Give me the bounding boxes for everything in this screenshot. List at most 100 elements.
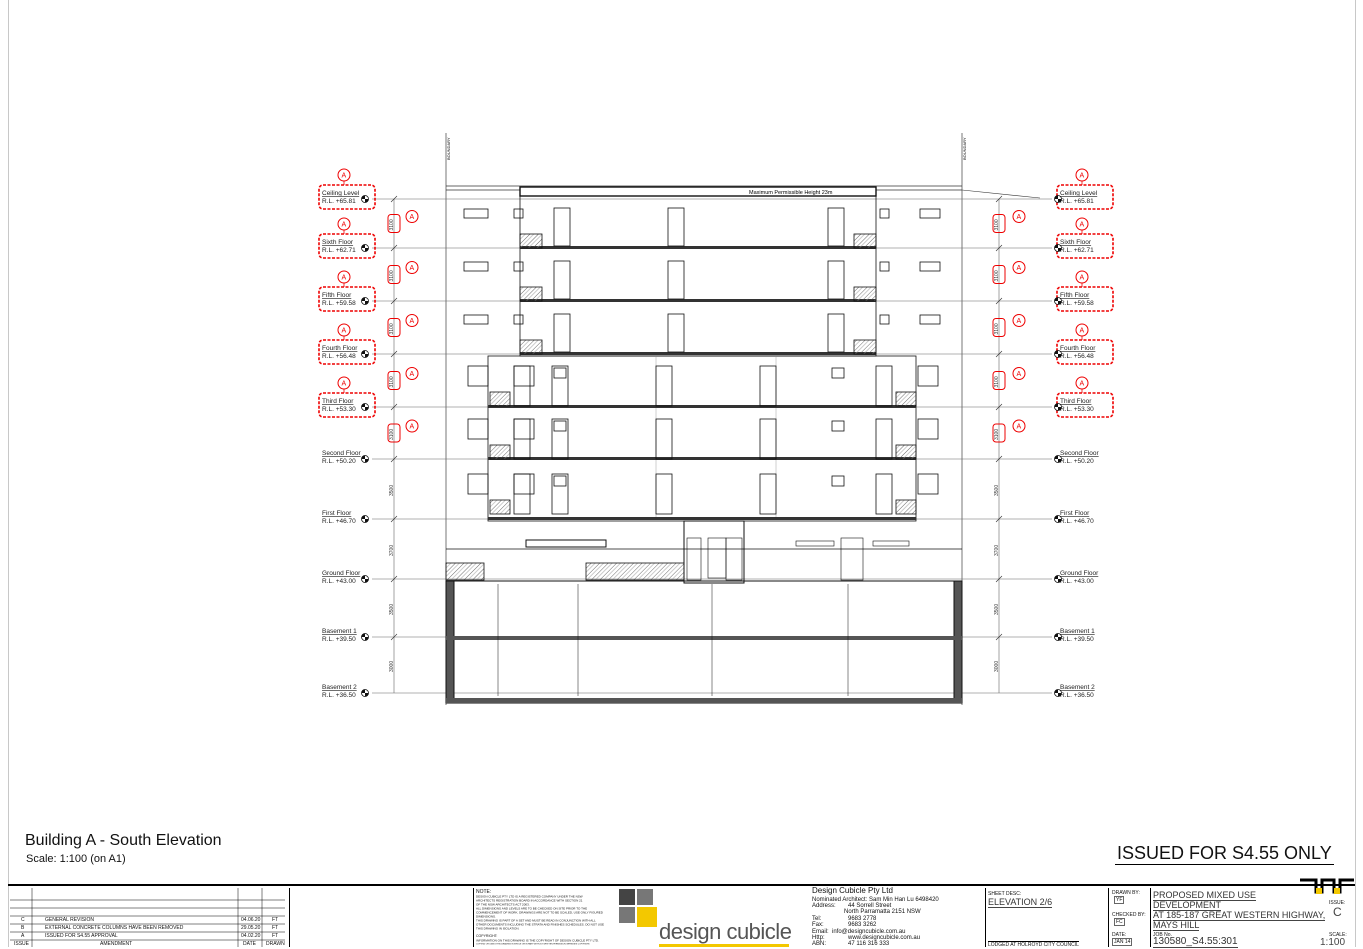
amend-header-issue: ISSUE xyxy=(14,941,30,947)
amend-row-drawn: FT xyxy=(272,925,279,931)
window xyxy=(553,367,567,379)
sheet-border-right xyxy=(1355,0,1356,947)
window xyxy=(879,208,890,219)
door xyxy=(667,313,685,353)
balcony-balustrade xyxy=(489,499,511,515)
project-line: AT 185-187 GREAT WESTERN HIGHWAY, xyxy=(1153,910,1326,921)
window xyxy=(467,418,489,440)
company-details: Design Cubicle Pty Ltd Nominated Archite… xyxy=(812,886,982,947)
revision-cloud xyxy=(992,371,1006,390)
scale-label: SCALE: xyxy=(1329,932,1347,938)
level-marker-fill xyxy=(1054,350,1062,358)
amend-header-date: DATE xyxy=(243,941,256,947)
door xyxy=(667,207,685,247)
window xyxy=(513,365,535,387)
dimension-value: 3500 xyxy=(389,604,395,615)
door xyxy=(875,473,893,515)
door xyxy=(551,365,569,407)
balcony-balustrade xyxy=(519,233,543,249)
title-block xyxy=(8,884,1355,949)
max-height-plane xyxy=(446,185,1041,199)
balcony-balustrade xyxy=(853,233,877,249)
sheet-desc: ELEVATION 2/6 xyxy=(988,897,1053,908)
window xyxy=(513,418,535,440)
revision-tag-letter: A xyxy=(342,381,347,388)
level-marker-fill xyxy=(361,403,369,411)
level-name: Ground Floor xyxy=(322,570,361,577)
email-value: info@designcubicle.com.au xyxy=(832,929,906,935)
dimension-tick xyxy=(390,195,398,203)
note-line: OTHER DOCUMENTS INCLUDING THE STRATA AND… xyxy=(476,923,604,927)
note-line: COMMENCEMENT OF WORK. DRAWINGS ARE NOT T… xyxy=(476,911,603,915)
revision-cloud xyxy=(318,184,376,210)
level-name: Fifth Floor xyxy=(1060,292,1090,299)
door xyxy=(875,365,893,407)
dimension-tick xyxy=(390,350,398,358)
floor-slab xyxy=(520,299,876,302)
amend-row-issue: A xyxy=(21,933,25,939)
revision-tag xyxy=(405,367,419,380)
level-rl: R.L. +36.50 xyxy=(1060,692,1094,699)
door xyxy=(655,418,673,460)
scale-value: 1:100 xyxy=(1320,937,1346,948)
dimension-value: 3000 xyxy=(389,661,395,672)
level-rl: R.L. +56.48 xyxy=(1060,353,1094,360)
revision-cloud xyxy=(1056,339,1114,365)
revision-tag-letter: A xyxy=(1017,214,1022,221)
balcony-balustrade xyxy=(519,339,543,355)
window xyxy=(917,365,939,387)
balcony-balustrade xyxy=(853,339,877,355)
level-marker-fill xyxy=(361,575,369,583)
balcony-balustrade xyxy=(853,286,877,302)
level-marker-fill xyxy=(1054,297,1062,305)
dimension-tick xyxy=(390,575,398,583)
amend-row-date: 04.02.20 xyxy=(241,933,261,939)
window xyxy=(831,475,845,487)
dimension-tick xyxy=(995,403,1003,411)
door xyxy=(553,207,571,247)
revision-cloud xyxy=(1056,392,1114,418)
note-line: THIS DRAWING IN ISOLATION. xyxy=(476,927,520,931)
revision-tag xyxy=(1012,367,1026,380)
revision-tag-letter: A xyxy=(342,222,347,229)
dimension-value: 3100 xyxy=(389,270,395,281)
dimension-value: 3100 xyxy=(994,429,1000,440)
amend-row-issue: C xyxy=(21,917,25,923)
revision-tag xyxy=(1012,419,1026,433)
copyright-head: COPYRIGHT: xyxy=(476,934,498,939)
level-name: Fourth Floor xyxy=(322,345,358,352)
door xyxy=(553,260,571,300)
amend-row-text: GENERAL REVISION xyxy=(45,917,94,923)
level-marker-fill xyxy=(1054,689,1062,697)
window xyxy=(831,367,845,379)
drawn-by: YF xyxy=(1114,896,1125,904)
revision-cloud xyxy=(318,392,376,418)
floor-slab xyxy=(488,517,916,520)
level-name: Basement 2 xyxy=(322,684,357,691)
revision-cloud xyxy=(1056,184,1114,210)
revision-tag-letter: A xyxy=(1017,265,1022,272)
note-line: ALL DIMENSIONS AND LEVELS ARE TO BE CHEC… xyxy=(476,907,588,911)
revision-tag xyxy=(1012,210,1026,223)
door xyxy=(551,473,569,515)
window xyxy=(463,314,489,325)
level-name: Basement 2 xyxy=(1060,684,1095,691)
window xyxy=(917,418,939,440)
level-marker-fill xyxy=(361,515,369,523)
door xyxy=(827,313,845,353)
level-name: Fourth Floor xyxy=(1060,345,1096,352)
http-label: Http: xyxy=(812,935,825,941)
note-line: DIMENSIONS. xyxy=(476,915,496,919)
level-name: Basement 1 xyxy=(1060,628,1095,635)
dimension-value: 3100 xyxy=(994,323,1000,334)
level-rl: R.L. +62.71 xyxy=(322,247,356,254)
level-marker-fill xyxy=(361,244,369,252)
revision-tag xyxy=(405,314,419,327)
level-name: Ceiling Level xyxy=(1060,190,1098,197)
sheet-border-left xyxy=(8,0,9,947)
revision-cloud xyxy=(1056,233,1114,259)
amend-row-drawn: FT xyxy=(272,917,279,923)
company-logo: design cubicle xyxy=(619,889,804,947)
level-marker-fill xyxy=(1054,455,1062,463)
floor-slab xyxy=(520,352,876,355)
